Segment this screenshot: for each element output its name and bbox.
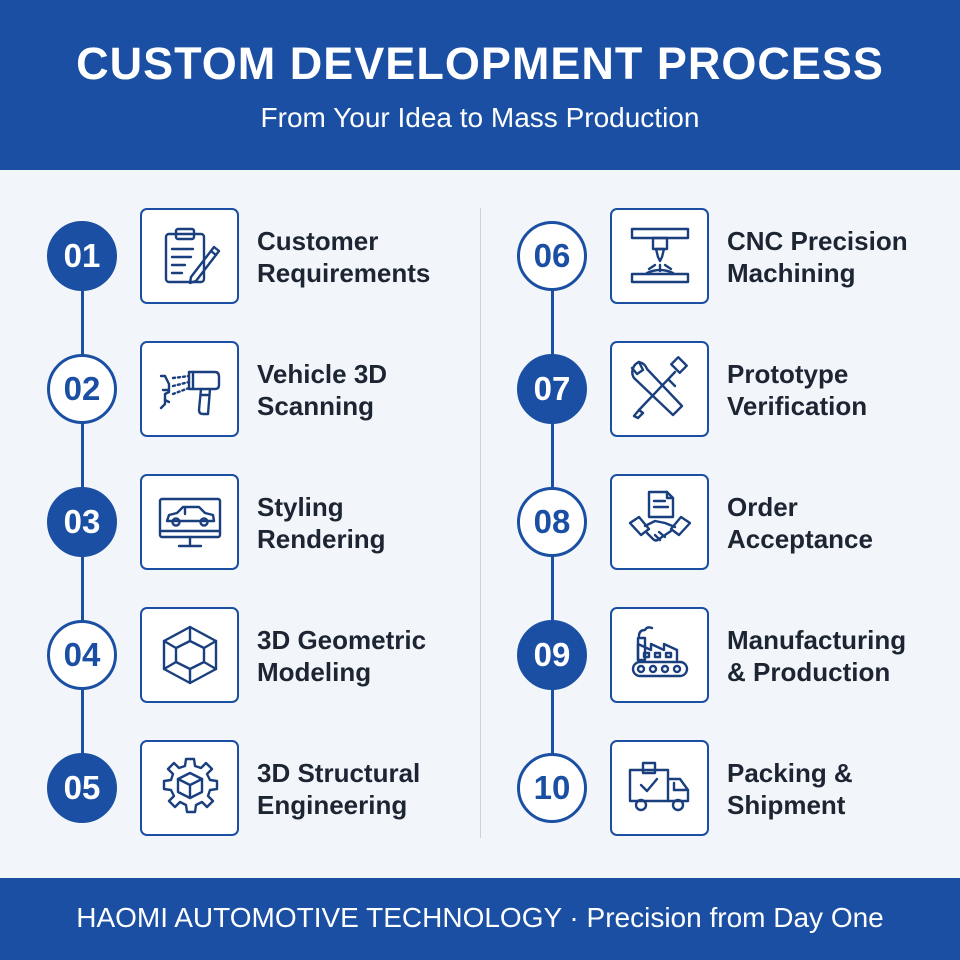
step-icon-box	[610, 740, 709, 836]
process-column-right: 06 CNC Precision Machining 07	[470, 170, 950, 878]
process-step: 05 3D Structural Engineering	[0, 737, 480, 837]
step-number-badge: 08	[517, 487, 587, 557]
wrench-screwdriver-icon	[630, 356, 688, 420]
step-number-badge: 10	[517, 753, 587, 823]
process-step: 06 CNC Precision Machining	[470, 205, 950, 305]
clipboard-icon	[164, 227, 220, 285]
handshake-icon	[628, 490, 691, 542]
scanner-icon	[159, 370, 220, 416]
process-step: 01 Customer Requirements	[0, 205, 480, 305]
step-label: Order Acceptance	[727, 492, 873, 554]
process-step: 02 Vehicle 3D Scanning	[0, 338, 480, 438]
step-label: Styling Rendering	[257, 492, 386, 554]
step-icon-box	[610, 208, 709, 304]
process-step: 03 Styling Rendering	[0, 471, 480, 571]
step-label: Prototype Verification	[727, 359, 868, 421]
step-icon-box	[140, 740, 239, 836]
step-icon-box	[610, 607, 709, 703]
process-step: 07 Prototype Verification	[470, 338, 950, 438]
gear-cube-icon	[162, 757, 218, 814]
step-icon-box	[610, 341, 709, 437]
process-step: 09 Manufacturing & Produ	[470, 604, 950, 704]
step-label: 3D Geometric Modeling	[257, 625, 427, 687]
process-panel: 01 Customer Requirements 02	[0, 170, 960, 878]
step-number-badge: 09	[517, 620, 587, 690]
cube-icon	[162, 625, 217, 685]
factory-icon	[631, 626, 688, 678]
step-icon-box	[140, 208, 239, 304]
process-step: 04 3D Geometric Modeling	[0, 604, 480, 704]
column-divider	[480, 208, 481, 838]
footer-banner: HAOMI AUTOMOTIVE TECHNOLOGY · Precision …	[0, 878, 960, 960]
delivery-truck-icon	[628, 761, 689, 812]
step-number-badge: 04	[47, 620, 117, 690]
step-label: Vehicle 3D Scanning	[257, 359, 388, 421]
step-icon-box	[610, 474, 709, 570]
process-column-left: 01 Customer Requirements 02	[0, 170, 480, 878]
step-number-badge: 05	[47, 753, 117, 823]
header-banner: CUSTOM DEVELOPMENT PROCESS From Your Ide…	[0, 0, 960, 170]
process-step: 10 Packing & Shipment	[470, 737, 950, 837]
step-label: 3D Structural Engineering	[257, 758, 421, 820]
step-icon-box	[140, 607, 239, 703]
process-step: 08 Order Acceptance	[470, 471, 950, 571]
step-label: Manufacturing & Production	[727, 625, 907, 687]
step-icon-box	[140, 341, 239, 437]
step-icon-box	[140, 474, 239, 570]
cnc-machine-icon	[630, 227, 689, 284]
page-title: CUSTOM DEVELOPMENT PROCESS	[76, 38, 884, 89]
step-number-badge: 02	[47, 354, 117, 424]
footer-tagline: HAOMI AUTOMOTIVE TECHNOLOGY · Precision …	[76, 902, 884, 933]
step-label: Packing & Shipment	[727, 758, 853, 820]
step-number-badge: 06	[517, 221, 587, 291]
page-subtitle: From Your Idea to Mass Production	[260, 102, 700, 133]
monitor-car-icon	[158, 497, 221, 548]
step-number-badge: 03	[47, 487, 117, 557]
step-label: Customer Requirements	[257, 226, 431, 288]
step-label: CNC Precision Machining	[727, 226, 908, 288]
step-number-badge: 01	[47, 221, 117, 291]
step-number-badge: 07	[517, 354, 587, 424]
